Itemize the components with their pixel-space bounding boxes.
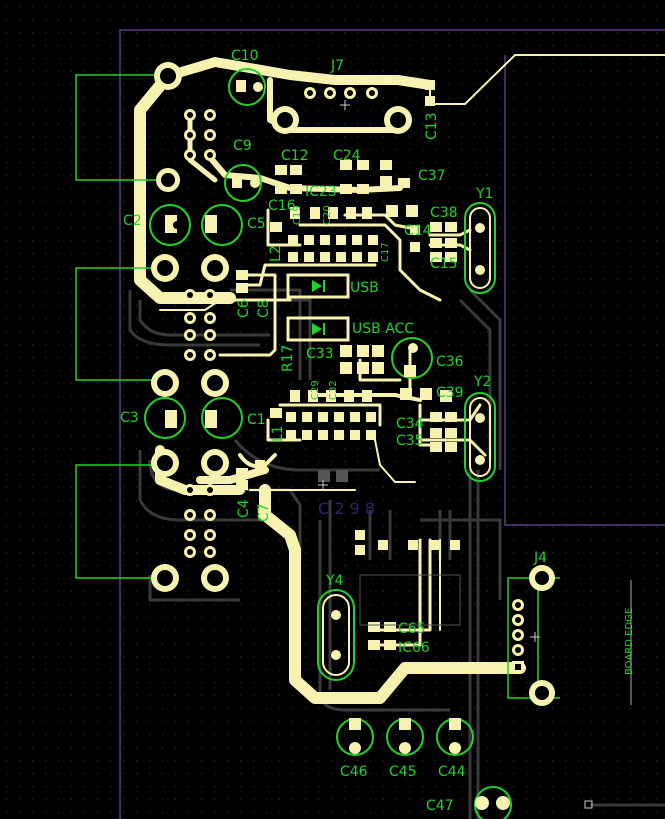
label-c44: C44 (438, 764, 466, 780)
crystal-y2[interactable] (464, 392, 496, 482)
label-c17: C17 (380, 242, 391, 262)
label-c6: C6 (236, 299, 252, 318)
label-c2: C2 (123, 213, 142, 229)
label-c37: C37 (418, 168, 446, 184)
label-c34: C34 (396, 416, 424, 432)
label-c10: C10 (231, 48, 259, 64)
label-c8: C8 (256, 299, 272, 318)
crystal-pads (331, 223, 485, 660)
label-c32: C32 (328, 380, 339, 400)
label-c12: C12 (281, 148, 309, 164)
label-c4: C4 (236, 499, 252, 518)
bottom-layer-traces (128, 288, 665, 819)
smd-pads[interactable] (236, 80, 460, 650)
label-y4: Y4 (325, 573, 344, 589)
label-ic23: IC23 (305, 184, 337, 200)
label-c9: C9 (233, 138, 252, 154)
label-r17: R17 (280, 344, 296, 372)
label-c15: C15 (430, 256, 458, 272)
header-pins[interactable] (184, 87, 524, 673)
label-c7: C7 (256, 503, 272, 522)
usb-diodes (312, 280, 325, 335)
label-l2: L2 (268, 245, 284, 262)
label-c14: C14 (404, 223, 432, 239)
label-c35: C35 (396, 433, 424, 449)
label-j7: J7 (330, 58, 344, 74)
through-hole-pads[interactable] (151, 62, 555, 706)
label-c16: C16 (268, 198, 296, 214)
label-c13: C13 (424, 112, 440, 140)
label-usb-acc: USB ACC (352, 321, 414, 337)
svg-text:C 2 9 8: C 2 9 8 (318, 499, 375, 518)
label-c47: C47 (426, 798, 454, 814)
label-c38: C38 (430, 205, 458, 221)
bottom-silkscreen-ghost: C 2 9 8 (318, 499, 375, 518)
label-c65: C65 (398, 621, 426, 637)
label-c46: C46 (340, 764, 368, 780)
board-outline (119, 29, 665, 819)
label-c36: C36 (436, 354, 464, 370)
label-y2: Y2 (473, 374, 491, 390)
label-c19: C19 (292, 205, 303, 225)
origin-markers (318, 100, 593, 809)
label-c24: C24 (333, 148, 361, 164)
label-c45: C45 (389, 764, 417, 780)
silkscreen-labels: C10 J7 C9 C12 C24 C13 C37 IC23 C16 C2 C5… (120, 48, 635, 814)
label-j4: J4 (533, 550, 547, 566)
ic-footprint[interactable] (359, 574, 461, 626)
label-c39: C39 (436, 385, 464, 401)
label-c1: C1 (247, 412, 266, 428)
label-c5: C5 (247, 216, 266, 232)
label-c29: C29 (310, 380, 321, 400)
label-l1: L1 (270, 425, 286, 442)
label-usb: USB (350, 280, 379, 296)
label-c20: C20 (322, 205, 333, 225)
cap-pads[interactable] (165, 80, 510, 810)
label-c33: C33 (306, 346, 334, 362)
crystal-y1[interactable] (464, 202, 496, 294)
label-ic66: IC66 (398, 640, 430, 656)
label-y1: Y1 (475, 186, 493, 202)
label-c3: C3 (120, 410, 139, 426)
label-board-edge: BOARD EDGE (624, 608, 635, 675)
crystal-y4[interactable] (317, 589, 355, 681)
